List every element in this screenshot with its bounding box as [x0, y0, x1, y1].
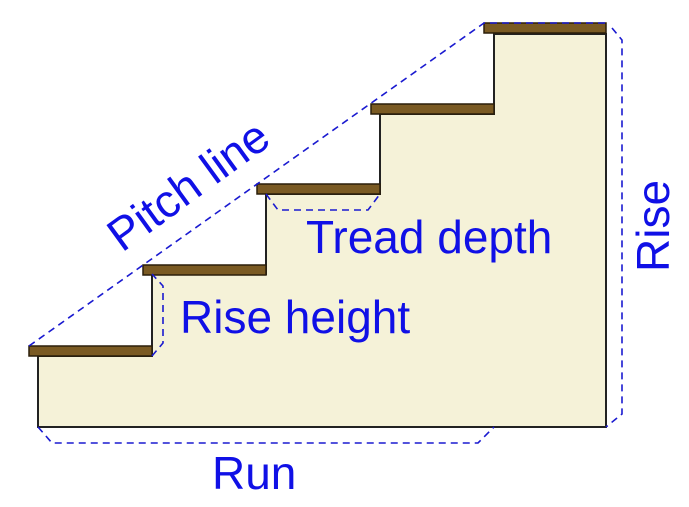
tread-depth-dashed	[265, 193, 381, 211]
tread-depth-label: Tread depth	[306, 211, 552, 263]
tread-2	[142, 264, 267, 276]
rise-height-label: Rise height	[180, 291, 410, 343]
rise-dimension-dashed	[605, 27, 623, 428]
rise-label: Rise	[627, 180, 679, 272]
run-label: Run	[212, 447, 296, 499]
tread-1	[28, 345, 153, 357]
tread-4	[370, 103, 495, 115]
tread-3	[256, 183, 381, 195]
pitch-line-dashed	[28, 22, 606, 347]
pitch-line-label: Pitch line	[97, 109, 279, 261]
tread-5	[483, 22, 607, 34]
run-dimension-dashed	[37, 426, 495, 444]
